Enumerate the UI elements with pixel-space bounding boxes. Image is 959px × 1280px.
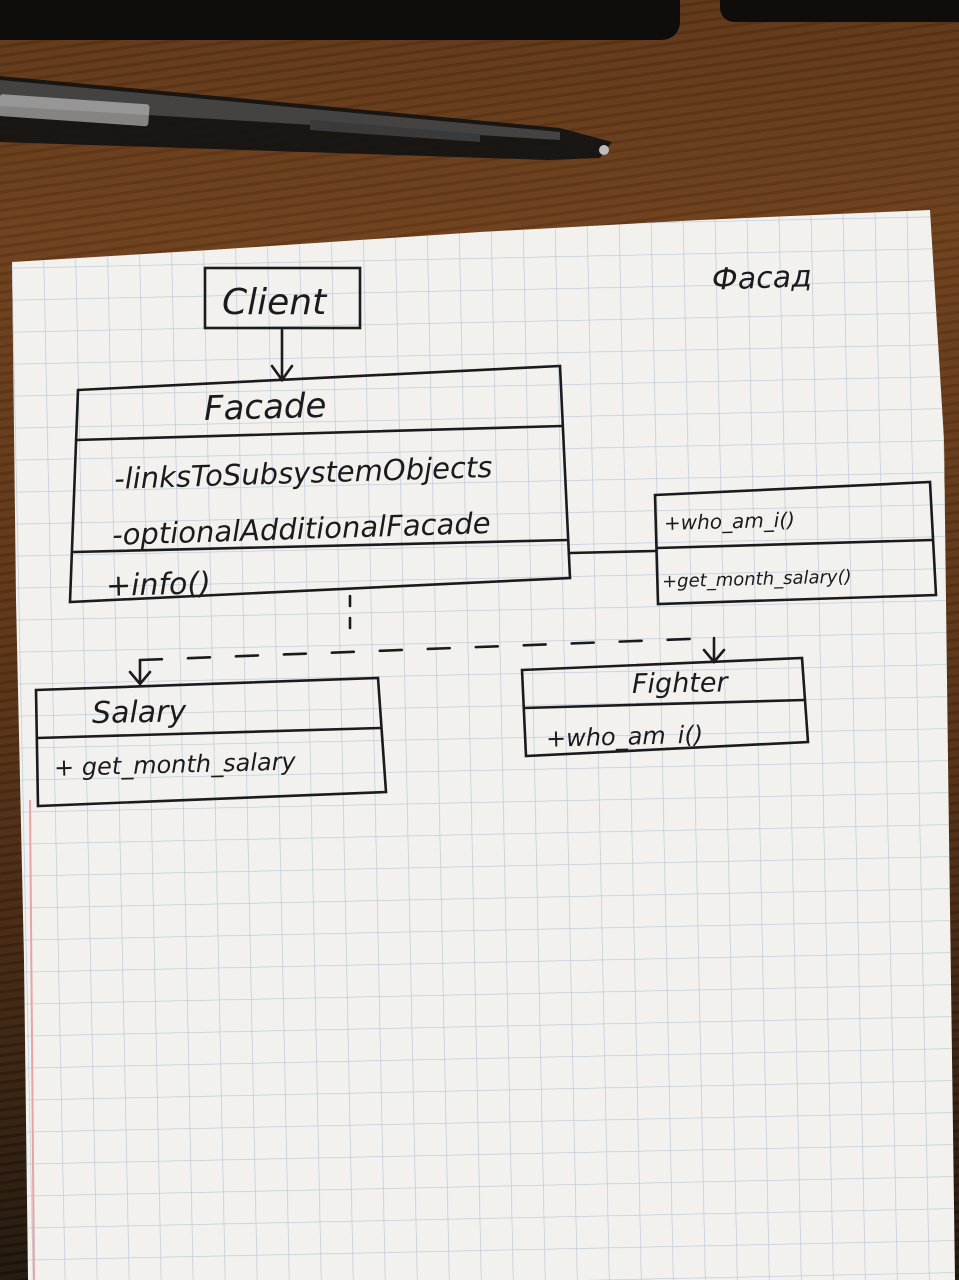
- facade-divider-1: [74, 424, 564, 442]
- ballpoint-pen: [0, 76, 612, 160]
- dependency-dashed-line: [138, 636, 716, 662]
- salary-class-box: [34, 676, 388, 808]
- uml-diagram: [34, 266, 938, 808]
- fighter-class-name: Fighter: [632, 667, 730, 700]
- facade-method-info: +info(): [106, 566, 212, 604]
- diagram-title: Фасад: [711, 259, 812, 297]
- fighter-class-box: [520, 656, 810, 758]
- salary-class-name: Salary: [92, 694, 188, 731]
- client-class-box: [203, 266, 362, 330]
- salary-divider: [35, 726, 382, 740]
- facade-class-box: [68, 364, 572, 604]
- facade-to-interface-line: [568, 549, 657, 555]
- facade-divider-2: [72, 538, 570, 554]
- facade-class-name: Facade: [203, 386, 326, 429]
- fighter-method-who-am-i: +who_am_i(): [546, 721, 704, 753]
- salary-method-get-month-salary: + get_month_salary: [54, 747, 297, 781]
- interface-divider: [655, 538, 934, 550]
- interface-method-who-am-i: +who_am_i(): [664, 508, 796, 535]
- interface-method-get-month-salary: +get_month_salary(): [662, 566, 852, 592]
- fighter-divider: [522, 698, 806, 710]
- dark-object-top-right: [720, 0, 959, 22]
- dark-object-top-left: [0, 0, 680, 40]
- interface-class-box: [653, 480, 938, 606]
- client-class-name: Client: [222, 282, 328, 323]
